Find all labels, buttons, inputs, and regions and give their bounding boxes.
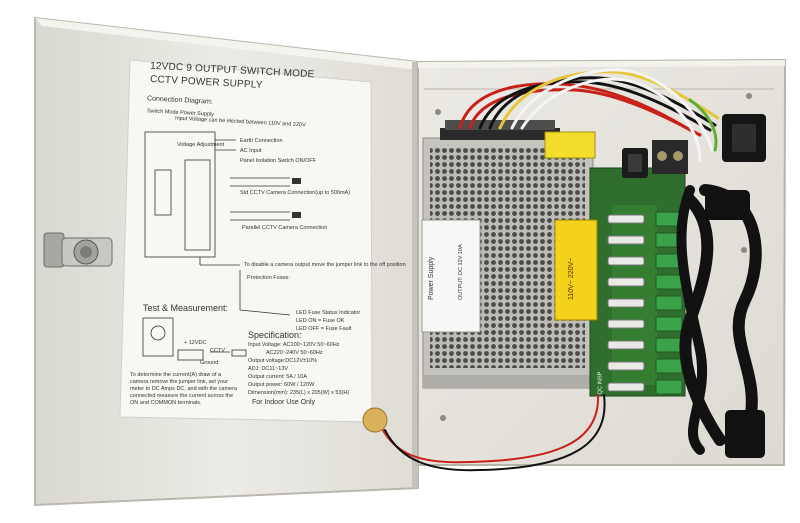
spec-output-voltage: Output voltage:DC12V±10% — [248, 358, 318, 364]
voltage-select-label — [554, 219, 598, 321]
indoor-use-label: For Indoor Use Only — [252, 399, 316, 406]
caution-label-top — [544, 131, 596, 159]
ac-input-label: AC Input — [240, 148, 262, 154]
psu-label — [421, 219, 481, 333]
spec-dimension: Dimension(mm): 235(L) x 205(W) x 53(H) — [248, 390, 350, 396]
psu-label-output: OUTPUT: DC 12V 10A — [458, 244, 464, 300]
voltage-select-text: 110V~ 220V~ — [568, 257, 575, 300]
panel-switch-label: Panel Isolation Switch ON/OFF — [240, 158, 317, 164]
earth-connection-label: Earth Connection — [240, 138, 283, 144]
qc-sticker-text: QC INSP — [597, 371, 604, 395]
led-on-label: LED ON = Fuse OK — [296, 318, 345, 324]
spec-input-voltage-2: AC220~240V 50~60Hz — [266, 350, 323, 356]
ground-label: Ground — [200, 360, 219, 366]
spec-power: Output power: 60W / 120W — [248, 382, 315, 388]
test-measurement-heading: Test & Measurement: — [143, 303, 229, 313]
protection-fuses-label: Protection Fuses: — [247, 275, 290, 281]
iec-socket — [722, 114, 766, 162]
power-rocker-switch — [622, 148, 648, 178]
internal-wiring — [379, 68, 720, 472]
remove-jumper-note: To disable a camera output move the jump… — [244, 262, 406, 268]
fuse-led-lens — [362, 407, 388, 433]
led-fuse-status-label: LED Fuse Status Indicator — [296, 310, 361, 316]
psu-label-power-supply: Power Supply — [428, 256, 435, 300]
spec-input-voltage: Input Voltage: AC100~120V 50~60Hz — [248, 342, 340, 348]
spec-current: Output current: 5A / 10A — [248, 374, 308, 380]
cctv-label: CCTV — [210, 348, 225, 354]
specification-heading: Specification: — [248, 330, 302, 340]
cctv-camera-icons — [231, 178, 301, 357]
door-latch — [43, 232, 113, 268]
std-connection-label: Std CCTV Camera Connection(up to 500mA) — [240, 190, 351, 196]
ac-input-terminal — [652, 140, 688, 174]
parallel-connection-label: Parallel CCTV Camera Connection — [242, 225, 328, 231]
fuse-row — [607, 214, 645, 392]
spec-adj: ADJ: DC11~13V — [248, 366, 289, 372]
led-off-label: LED OFF = Fuse Fault — [296, 326, 352, 332]
psu-terminal-block — [440, 120, 560, 140]
plus-12vdc-label: + 12VDC — [184, 340, 207, 346]
voltage-adjustment-label: Voltage Adjustment — [177, 142, 225, 148]
output-terminals — [655, 211, 683, 395]
measure-note: To determine the current(A) draw of a ca… — [130, 372, 237, 406]
connection-diagram-lines — [142, 131, 291, 361]
mains-cable — [676, 184, 765, 458]
